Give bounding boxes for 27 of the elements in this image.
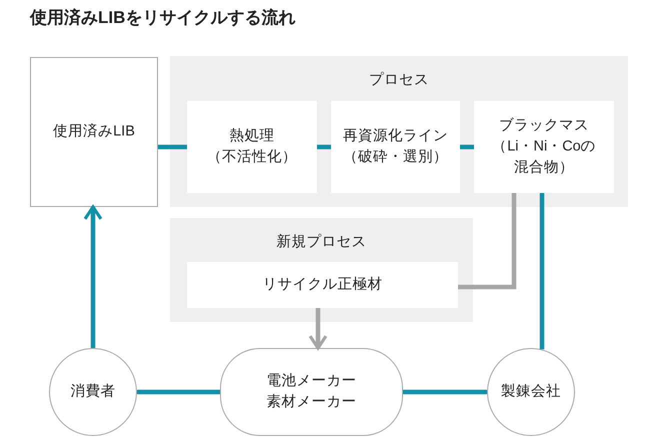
process-panel: [170, 56, 628, 207]
arrow: [308, 308, 328, 350]
node-label: 使用済みLIB: [52, 122, 136, 142]
panel-heading: プロセス: [368, 70, 430, 90]
connector-line: [137, 390, 220, 394]
node-label: 消費者: [70, 382, 116, 402]
connector-line: [460, 144, 474, 150]
process-box: [474, 101, 614, 193]
process-panel: [170, 218, 473, 322]
connector-line: [403, 390, 487, 394]
panel-heading: 新規プロセス: [276, 232, 368, 252]
node-label: 再資源化ライン（破砕・選別）: [342, 127, 449, 167]
node-label: 製錬会社: [500, 382, 562, 402]
process-box: [187, 262, 458, 308]
node-label: 熱処理（不活性化）: [206, 127, 298, 167]
connector-line: [458, 193, 516, 290]
diagram-title: 使用済みLIBをリサイクルする流れ: [30, 7, 296, 29]
connector-line: [158, 144, 187, 150]
node-label: 電池メーカー素材メーカー: [266, 372, 358, 412]
node-label: ブラックマス（Li・Ni・Coの混合物）: [491, 116, 597, 178]
node-label: リサイクル正極材: [262, 276, 384, 294]
connector-line: [317, 144, 331, 150]
arrow: [84, 205, 102, 348]
connector-line: [540, 193, 544, 350]
item-box: [30, 57, 158, 207]
process-box: [331, 101, 460, 193]
process-box: [187, 101, 317, 193]
